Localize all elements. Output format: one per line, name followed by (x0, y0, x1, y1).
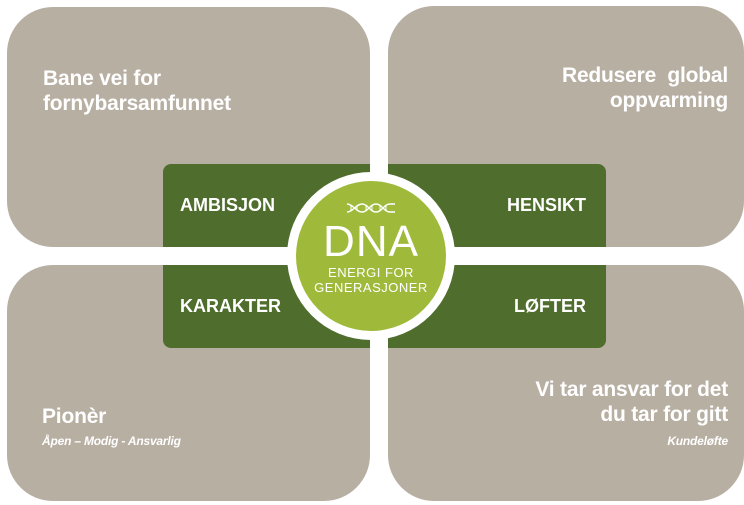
purpose-statement: Redusere global oppvarming (561, 64, 728, 112)
cell-ambisjon-label: AMBISJON (180, 195, 276, 215)
cell-lofter-label: LØFTER (514, 296, 586, 316)
dna-helix-icon (346, 203, 395, 213)
dna-title: DNA (323, 217, 419, 266)
dna-subtitle-line2: GENERASJONER (314, 280, 428, 295)
cell-karakter-label: KARAKTER (180, 296, 281, 316)
ambition-statement: Bane vei for fornybarsamfunnet (43, 67, 231, 115)
cell-hensikt-label: HENSIKT (506, 195, 586, 215)
character-values: Åpen – Modig - Ansvarlig (42, 434, 181, 448)
promise-statement: Vi tar ansvar for det du tar for gitt (535, 378, 728, 426)
promise-label: Kundeløfte (667, 434, 728, 448)
dna-subtitle-line1: ENERGI FOR (328, 265, 414, 280)
character-statement: Pionèr (42, 405, 107, 428)
